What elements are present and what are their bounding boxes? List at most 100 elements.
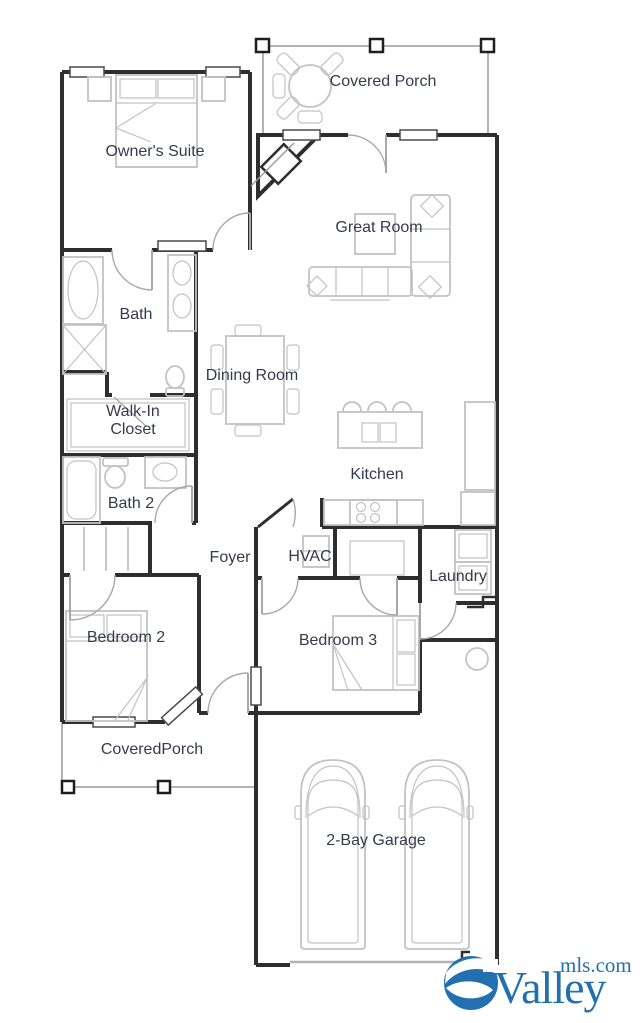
patio-chair-icon bbox=[276, 52, 300, 76]
dresser-icon bbox=[157, 240, 207, 252]
room-label-garage: 2-Bay Garage bbox=[326, 832, 426, 849]
room-label-kitchen: Kitchen bbox=[350, 466, 403, 483]
door-swing-icon bbox=[207, 672, 249, 714]
patio-chair-icon bbox=[297, 110, 323, 124]
room-label-closet: Closet bbox=[110, 421, 156, 438]
dining-chair-icon bbox=[210, 344, 224, 371]
room-label-bedroom-2: Bedroom 2 bbox=[87, 629, 165, 646]
linen-shelves-icon bbox=[83, 527, 129, 571]
covered-porch-top-outline bbox=[254, 37, 496, 135]
double-bed-icon bbox=[332, 615, 420, 691]
door-swing-icon bbox=[359, 577, 398, 616]
shower-icon bbox=[62, 324, 107, 375]
vanity-sink-icon bbox=[152, 462, 178, 482]
room-label-walk-in: Walk-In bbox=[106, 403, 160, 420]
doors bbox=[69, 134, 457, 714]
porch-column-icon bbox=[368, 37, 385, 54]
bath-fixtures bbox=[62, 254, 197, 397]
island-sink-icon bbox=[379, 422, 397, 443]
porch-column-icon bbox=[156, 779, 172, 795]
bar-stool-icon bbox=[342, 401, 362, 412]
counter-icon bbox=[323, 499, 424, 526]
toilet-icon bbox=[102, 457, 129, 489]
bathtub-icon bbox=[62, 256, 104, 325]
room-label-bath: Bath bbox=[120, 306, 153, 323]
valleymls-logo: Valley mls.com bbox=[444, 953, 632, 1013]
bath2-fixtures bbox=[62, 456, 187, 524]
toilet-icon bbox=[165, 365, 185, 397]
closet-shelf-icon bbox=[349, 540, 405, 576]
washer-icon bbox=[454, 529, 492, 563]
room-label-covered-porch-top: Covered Porch bbox=[330, 73, 437, 90]
owners-suite-furniture bbox=[87, 74, 226, 252]
room-label-owners-suite: Owner's Suite bbox=[105, 143, 204, 160]
room-label-dining-room: Dining Room bbox=[206, 367, 298, 384]
porch-column-icon bbox=[60, 779, 76, 795]
windows bbox=[69, 66, 438, 728]
vanity-icon bbox=[144, 456, 187, 489]
door-swing-icon bbox=[257, 497, 296, 529]
window-icon bbox=[92, 716, 136, 728]
patio-chair-icon bbox=[276, 96, 300, 120]
door-swing-icon bbox=[69, 574, 116, 621]
door-swing-icon bbox=[212, 212, 251, 251]
walls bbox=[60, 70, 499, 967]
ottoman-icon bbox=[354, 213, 396, 255]
vanity-sink-icon bbox=[172, 260, 192, 286]
dining-chair-icon bbox=[286, 344, 300, 371]
double-bed-icon bbox=[115, 74, 198, 168]
brand-suffix: mls.com bbox=[560, 953, 632, 977]
room-label-foyer: Foyer bbox=[210, 549, 252, 566]
car-icon bbox=[294, 759, 370, 950]
door-swing-icon bbox=[111, 249, 153, 291]
bathtub-icon bbox=[62, 456, 101, 524]
window-icon bbox=[69, 66, 105, 78]
dining-chair-icon bbox=[234, 424, 262, 437]
nightstand-icon bbox=[201, 76, 226, 102]
bar-stool-icon bbox=[392, 401, 412, 412]
round-patio-table-icon bbox=[272, 52, 344, 124]
window-icon bbox=[399, 129, 438, 141]
room-label-bath-2: Bath 2 bbox=[108, 495, 154, 512]
room-label-laundry: Laundry bbox=[429, 568, 487, 585]
double-bed-icon bbox=[65, 610, 148, 722]
door-swing-icon bbox=[347, 134, 387, 174]
patio-chair-icon bbox=[320, 52, 344, 76]
dining-table-icon bbox=[210, 324, 300, 437]
nightstand-icon bbox=[87, 76, 112, 102]
porch-column-icon bbox=[254, 37, 271, 54]
dining-chair-icon bbox=[210, 388, 224, 415]
dryer-icon bbox=[454, 561, 492, 595]
hvac-unit-icon bbox=[302, 535, 330, 568]
corner-fireplace-icon bbox=[250, 142, 303, 187]
door-swing-icon bbox=[419, 602, 457, 640]
water-heater-icon bbox=[465, 647, 489, 671]
counter-icon bbox=[464, 401, 496, 491]
island-sink-icon bbox=[361, 422, 379, 443]
vanity-sink-icon bbox=[172, 293, 192, 319]
room-label-great-room: Great Room bbox=[335, 219, 422, 236]
dining-chair-icon bbox=[234, 324, 262, 337]
closet-shelf-icon bbox=[66, 396, 190, 452]
window-icon bbox=[160, 685, 204, 727]
range-stove-icon bbox=[349, 499, 398, 526]
valleymls-logo-icon bbox=[444, 956, 498, 1010]
window-icon bbox=[205, 66, 241, 78]
kitchen-fixtures bbox=[323, 401, 496, 526]
window-icon bbox=[250, 666, 262, 706]
room-label-bedroom-3: Bedroom 3 bbox=[299, 632, 377, 649]
bar-stool-icon bbox=[367, 401, 387, 412]
kitchen-island-icon bbox=[337, 401, 423, 449]
door-swing-icon bbox=[261, 577, 299, 615]
room-label-covered-porch-bottom: CoveredPorch bbox=[101, 741, 203, 758]
double-vanity-icon bbox=[167, 254, 197, 332]
door-swing-icon bbox=[154, 485, 193, 524]
dining-chair-icon bbox=[286, 388, 300, 415]
sectional-sofa-icon bbox=[306, 193, 451, 301]
window-icon bbox=[282, 129, 321, 141]
room-label-hvac: HVAC bbox=[288, 548, 331, 565]
patio-chair-icon bbox=[272, 73, 286, 99]
car-icon bbox=[398, 759, 474, 950]
brand-name: Valley bbox=[494, 962, 607, 1013]
